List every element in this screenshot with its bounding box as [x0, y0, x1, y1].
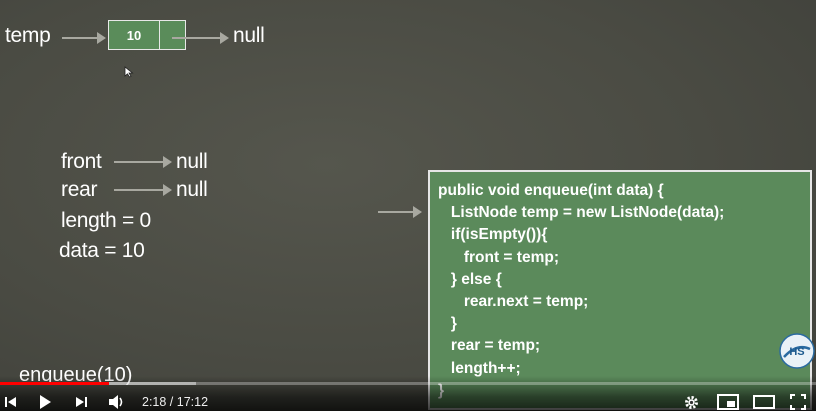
previous-button[interactable] — [4, 393, 18, 411]
next-icon — [76, 397, 87, 407]
temp-label: temp — [5, 24, 51, 47]
next-arrow — [172, 32, 229, 44]
code-line: if(isEmpty()){ — [438, 226, 548, 244]
code-panel: public void enqueue(int data) { ListNode… — [428, 170, 812, 410]
node-next-null: null — [233, 24, 265, 47]
temp-arrow — [62, 32, 106, 44]
next-button[interactable] — [74, 393, 88, 411]
logo-text: HS — [789, 346, 804, 358]
rear-arrow — [114, 184, 172, 196]
data-value: data = 10 — [59, 239, 145, 262]
node-data: 10 — [109, 21, 160, 49]
code-line: rear = temp; — [438, 337, 541, 355]
code-line: rear.next = temp; — [438, 293, 589, 311]
front-arrow — [114, 156, 172, 168]
player-controls — [0, 376, 816, 411]
miniplayer-icon — [717, 394, 739, 410]
code-line: ListNode temp = new ListNode(data); — [438, 204, 725, 222]
miniplayer-button[interactable] — [717, 393, 739, 411]
rear-value: null — [176, 178, 208, 201]
previous-icon — [5, 397, 16, 407]
code-line: } else { — [438, 270, 502, 288]
code-pointer-arrow — [378, 206, 422, 218]
theater-icon — [753, 395, 775, 409]
volume-button[interactable] — [108, 393, 126, 411]
code-line: public void enqueue(int data) { — [438, 182, 664, 199]
settings-button[interactable] — [683, 393, 700, 411]
play-icon — [40, 395, 51, 409]
time-display: 2:18 / 17:12 — [142, 395, 209, 409]
length-value: length = 0 — [61, 209, 151, 232]
progress-played — [0, 382, 110, 385]
fullscreen-icon — [790, 394, 806, 410]
front-label: front — [61, 150, 102, 173]
channel-logo[interactable]: HS — [779, 333, 815, 369]
front-value: null — [176, 150, 208, 173]
progress-bar[interactable] — [0, 382, 816, 385]
node-next-pointer — [160, 21, 185, 49]
rear-label: rear — [61, 178, 98, 201]
mouse-cursor-icon — [124, 66, 134, 78]
fullscreen-button[interactable] — [790, 393, 806, 411]
play-button[interactable] — [37, 393, 53, 411]
gear-icon — [685, 395, 698, 409]
code-line: front = temp; — [438, 248, 559, 266]
code-line: length++; — [438, 359, 521, 377]
list-node: 10 — [108, 20, 186, 50]
code-line: } — [438, 315, 457, 333]
theater-button[interactable] — [753, 393, 775, 411]
volume-icon — [109, 395, 123, 409]
